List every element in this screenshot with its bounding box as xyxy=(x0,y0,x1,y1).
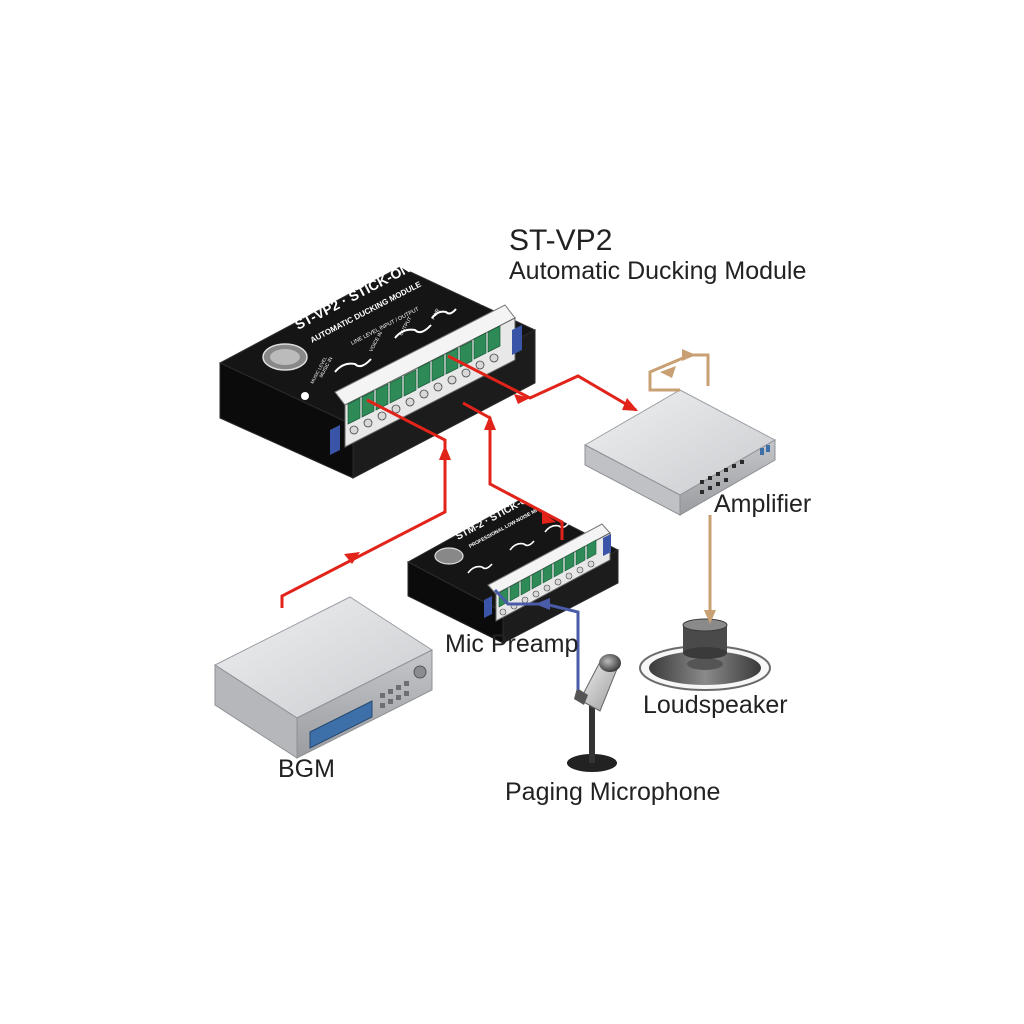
stvp2-voice-level-label: VOICE LEVEL xyxy=(462,262,480,291)
bgm-player xyxy=(213,596,434,759)
arrow-amp-top xyxy=(682,349,696,361)
stm2-module: STM-2 · STICK-ON PROFESSIONAL LOW-NOISE … xyxy=(406,476,620,644)
paging-microphone xyxy=(567,654,621,772)
stvp2-screws xyxy=(349,353,499,435)
wire-bgm-to-music-in xyxy=(280,398,447,608)
arrow-amp-left xyxy=(660,366,676,378)
arrow-bgm-up xyxy=(439,445,451,460)
loudspeaker-label: Loudspeaker xyxy=(643,691,788,719)
mic-preamp-label: Mic Preamp xyxy=(445,630,579,658)
loudspeaker-unit xyxy=(639,618,771,691)
arrow-to-amp xyxy=(622,398,638,411)
arrow-preamp-up xyxy=(484,415,496,430)
amplifier-unit xyxy=(583,389,777,516)
arrow-bgm-mid xyxy=(344,552,360,564)
arrow-preamp-mid xyxy=(542,512,556,524)
stvp2-module: ST-VP2 · STICK-ON AUTOMATIC DUCKING MODU… xyxy=(218,259,537,479)
wire-output-to-amplifier xyxy=(447,354,637,412)
module-title: ST-VP2 xyxy=(509,224,613,257)
wire-amplifier-to-speaker xyxy=(648,353,710,392)
amplifier-label: Amplifier xyxy=(714,490,812,518)
module-subtitle: Automatic Ducking Module xyxy=(509,257,807,285)
amplifier-connectors xyxy=(700,460,744,494)
arrow-output-start xyxy=(514,394,530,404)
stvp2-terminals xyxy=(347,325,501,425)
wires xyxy=(280,353,712,690)
arrow-speaker-down xyxy=(704,610,716,624)
wire-preamp-to-voice-in xyxy=(462,401,564,540)
stm2-terminals xyxy=(498,539,597,608)
bgm-label: BGM xyxy=(278,755,335,783)
arrow-mic xyxy=(535,598,550,610)
stm2-screws xyxy=(499,560,595,616)
arrowheads xyxy=(344,349,716,624)
bgm-buttons xyxy=(380,681,409,708)
paging-microphone-label: Paging Microphone xyxy=(505,778,721,806)
